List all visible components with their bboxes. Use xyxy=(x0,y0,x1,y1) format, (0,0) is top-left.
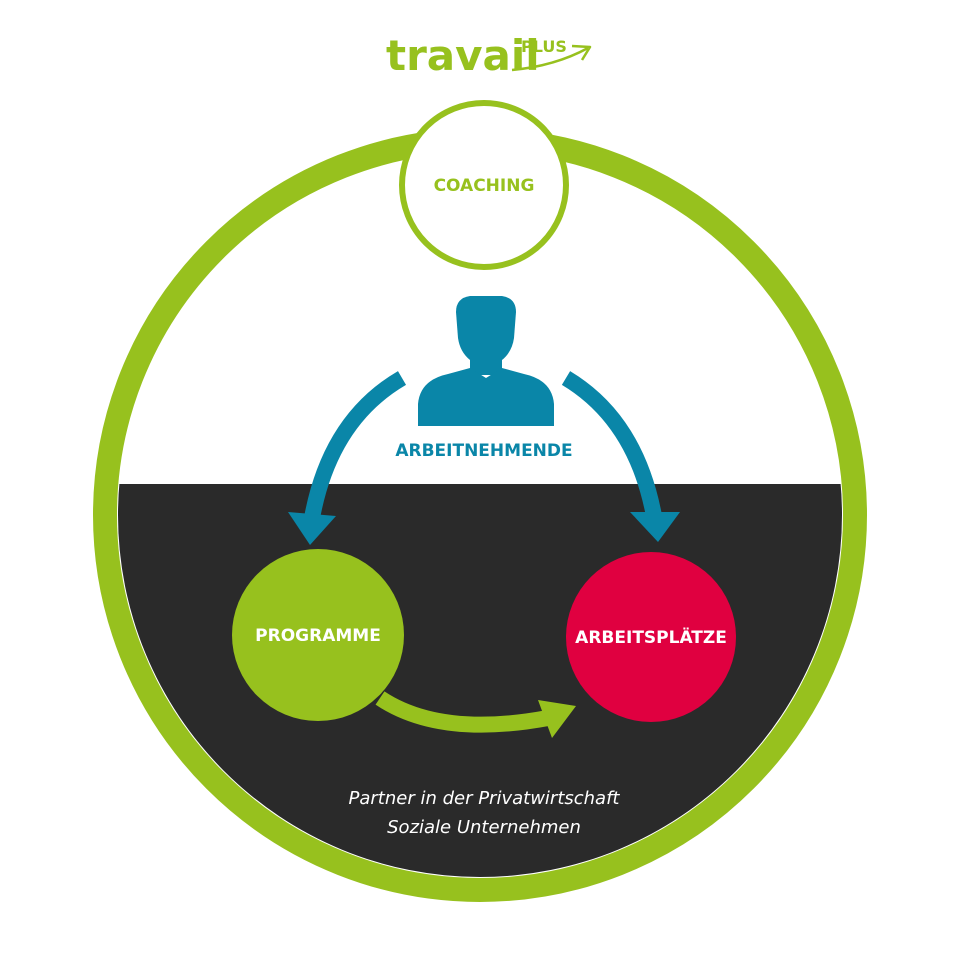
arrow-to-programme-icon xyxy=(288,371,407,545)
coaching-circle xyxy=(399,100,569,270)
person-icon xyxy=(418,296,554,426)
logo-swoosh-icon xyxy=(511,46,589,72)
partner-line-1: Partner in der Privatwirtschaft xyxy=(349,788,621,809)
coaching-label: COACHING xyxy=(434,176,535,196)
arrow-to-arbeitsplaetze-icon xyxy=(561,371,680,542)
partner-area xyxy=(118,484,842,877)
logo-word: travail xyxy=(386,31,540,80)
arbeitsplaetze-label: ARBEITSPLÄTZE xyxy=(575,626,727,648)
programme-label: PROGRAMME xyxy=(255,626,381,646)
arbeitsplaetze-circle xyxy=(566,552,736,722)
programme-circle xyxy=(232,549,404,721)
arrow-programme-to-arbeitsplaetze-icon xyxy=(375,691,576,738)
partner-line-2: Soziale Unternehmen xyxy=(387,817,581,838)
logo: travail PLUS xyxy=(386,31,592,80)
arbeitnehmende-label: ARBEITNEHMENDE xyxy=(395,441,572,461)
logo-suffix: PLUS xyxy=(521,37,567,56)
logo-arrowhead-icon xyxy=(571,44,592,61)
